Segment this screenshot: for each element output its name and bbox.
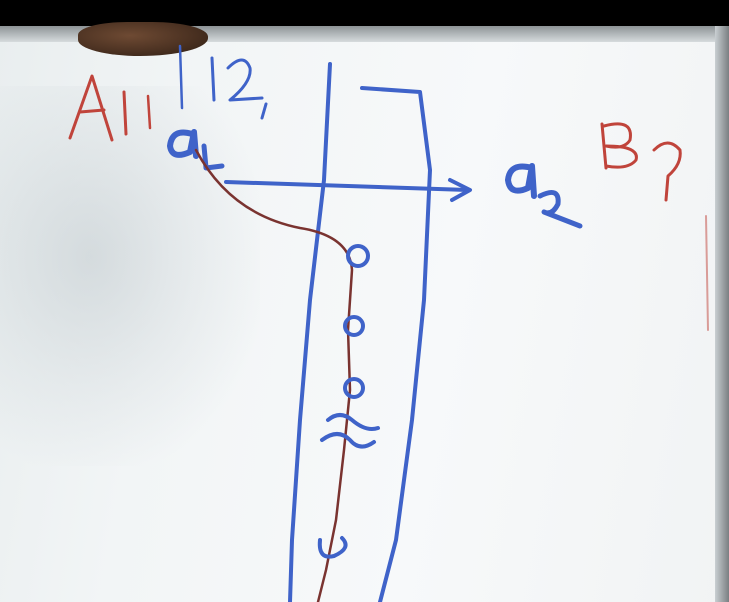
vertical-band-lines: [288, 62, 432, 602]
eraser-smudge: [0, 86, 260, 466]
trajectory-points: [317, 244, 380, 559]
blue-a2-label: [505, 163, 583, 229]
whiteboard-frame-right: [715, 26, 729, 602]
faint-red-mark: [705, 215, 709, 331]
point-3: [343, 377, 365, 399]
point-4-scribble: [320, 413, 380, 449]
top-black-bar: [0, 0, 729, 26]
point-1: [346, 244, 370, 268]
point-2: [343, 315, 365, 337]
short-blue-line: [178, 44, 184, 110]
horizontal-arrow: [224, 178, 472, 202]
hand-holding-board: [78, 22, 208, 56]
blue-12-label: [210, 56, 268, 120]
red-trajectory-curve: [194, 148, 354, 602]
whiteboard-surface: [0, 26, 729, 602]
red-a1-scribble: [68, 74, 152, 142]
point-5: [317, 536, 348, 559]
red-b2-scribble: [600, 122, 682, 202]
